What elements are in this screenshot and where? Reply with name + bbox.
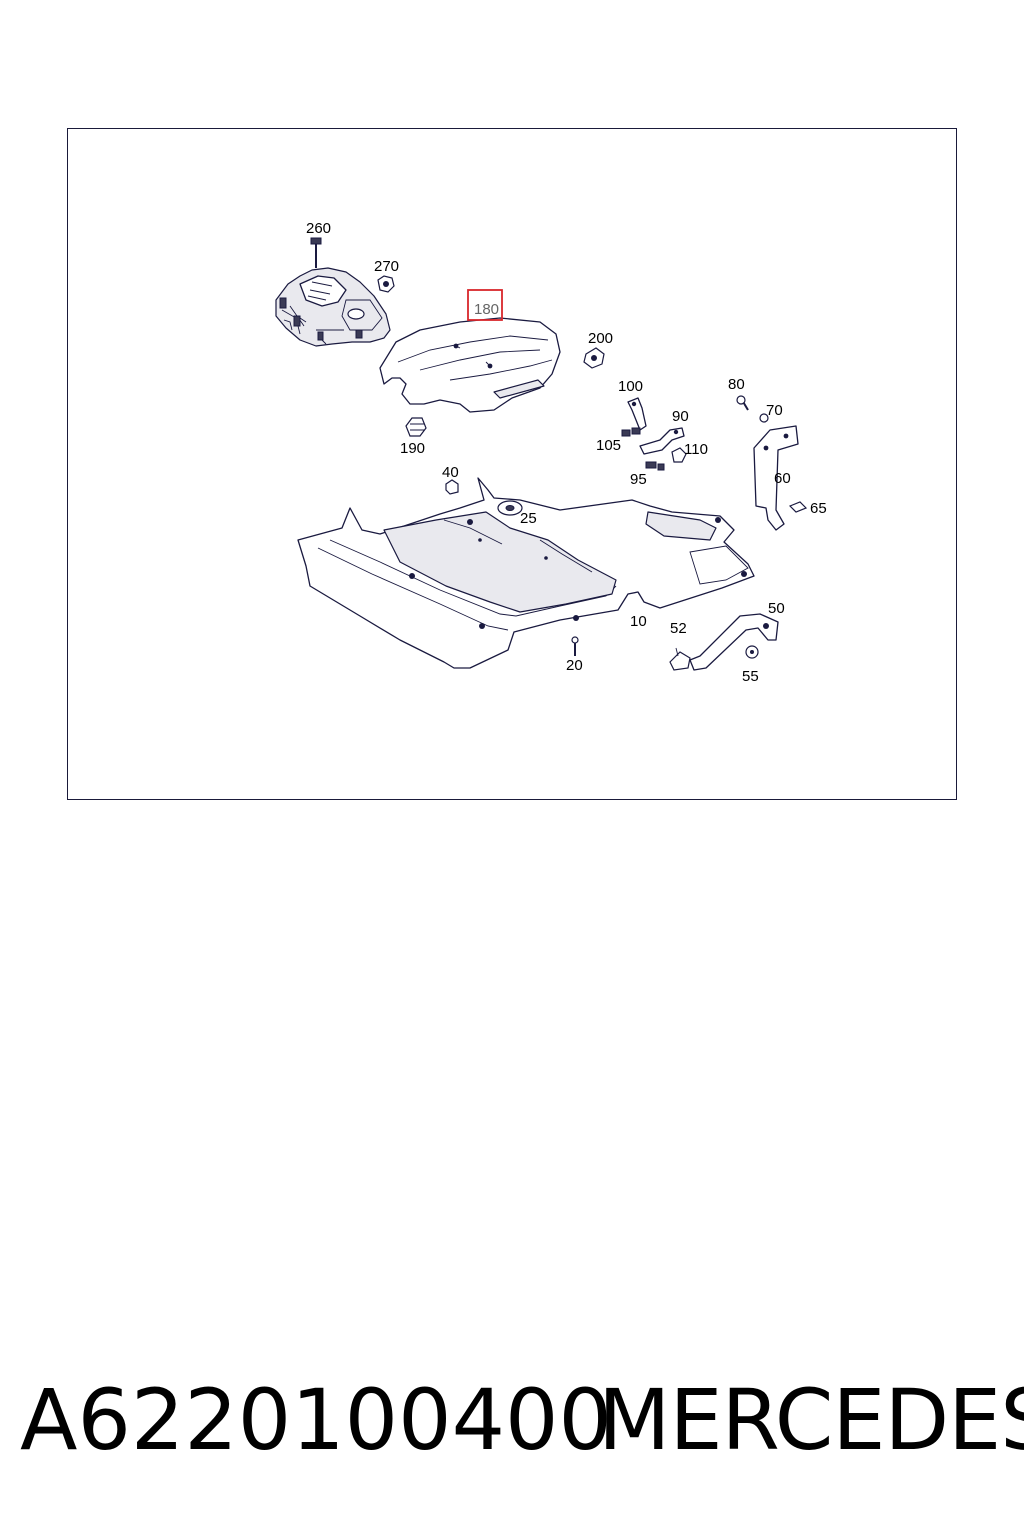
nut-190 — [405, 417, 427, 437]
bolt-80 — [736, 395, 749, 411]
callout-190: 190 — [400, 440, 425, 457]
callout-25: 25 — [520, 510, 537, 527]
nut-270 — [377, 275, 395, 293]
nut-70 — [759, 413, 769, 423]
clip-95 — [645, 461, 665, 471]
clip-52 — [669, 647, 691, 671]
callout-20: 20 — [566, 657, 583, 674]
brand-caption: MERCEDES — [598, 1371, 1024, 1469]
bracket-50 — [689, 613, 779, 671]
part-number-caption: A6220100400 — [20, 1371, 612, 1469]
callout-270: 270 — [374, 258, 399, 275]
callout-180: 180 — [474, 301, 499, 318]
bolt-260 — [310, 237, 322, 268]
nut-55 — [745, 645, 759, 659]
bracket-100 — [627, 397, 647, 431]
callout-52: 52 — [670, 620, 687, 637]
callout-labels: 260 270 180 200 190 100 80 70 90 105 110… — [306, 220, 827, 685]
engine-cover-part — [275, 267, 391, 347]
nut-40 — [445, 479, 459, 495]
callout-65: 65 — [810, 500, 827, 517]
bolt-20 — [571, 636, 579, 656]
callout-55: 55 — [742, 668, 759, 685]
callout-70: 70 — [766, 402, 783, 419]
callout-200: 200 — [588, 330, 613, 347]
bracket-90 — [639, 427, 685, 455]
nut-110 — [671, 447, 687, 463]
callout-highlight-box — [467, 289, 503, 321]
callout-40: 40 — [442, 464, 459, 481]
callout-100: 100 — [618, 378, 643, 395]
grommet-25 — [497, 500, 523, 516]
callout-80: 80 — [728, 376, 745, 393]
callout-90: 90 — [672, 408, 689, 425]
callout-50: 50 — [768, 600, 785, 617]
diagram-frame — [67, 128, 957, 800]
bracket-60 — [753, 425, 799, 531]
callout-260: 260 — [306, 220, 331, 237]
callout-10: 10 — [630, 613, 647, 630]
callout-60: 60 — [774, 470, 791, 487]
callout-95: 95 — [630, 471, 647, 488]
nut-200 — [583, 347, 605, 369]
undershield-part-180 — [379, 317, 561, 413]
underbody-panel-10 — [297, 477, 755, 669]
clip-105 — [621, 427, 641, 437]
clip-65 — [788, 501, 808, 513]
callout-105: 105 — [596, 437, 621, 454]
callout-110: 110 — [684, 441, 708, 458]
